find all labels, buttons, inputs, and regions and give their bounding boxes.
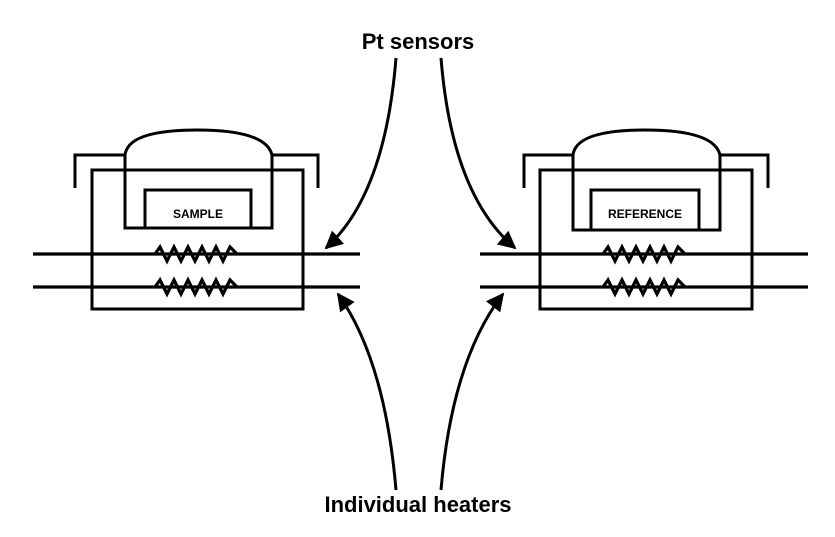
reference-sensor-resistor	[601, 243, 687, 265]
sensor-arrows	[324, 57, 517, 250]
reference-cell: REFERENCE	[522, 128, 770, 311]
reference-pan	[589, 188, 701, 232]
reference-heater-resistor	[601, 276, 687, 298]
sample-cell-outer-body	[90, 168, 305, 311]
heater-arrow-right	[439, 292, 505, 491]
sample-heater-resistor	[153, 276, 239, 298]
heater-arrows	[336, 292, 505, 491]
sensor-arrow-left	[324, 57, 398, 250]
heater-arrow-left	[336, 292, 398, 491]
sample-wires	[33, 243, 360, 298]
sample-sensor-resistor	[153, 243, 239, 265]
individual-heaters-label: Individual heaters	[324, 492, 511, 517]
sample-cell: SAMPLE	[73, 128, 320, 311]
pt-sensors-label: Pt sensors	[362, 29, 475, 54]
sample-label: SAMPLE	[173, 207, 223, 221]
reference-label: REFERENCE	[608, 207, 682, 221]
sample-pan	[143, 188, 253, 230]
reference-cell-outer-body	[538, 168, 754, 311]
sample-cell-lid	[73, 128, 320, 188]
sensor-arrow-right	[439, 57, 517, 250]
reference-wires	[480, 243, 808, 298]
reference-cell-lid	[522, 128, 770, 188]
